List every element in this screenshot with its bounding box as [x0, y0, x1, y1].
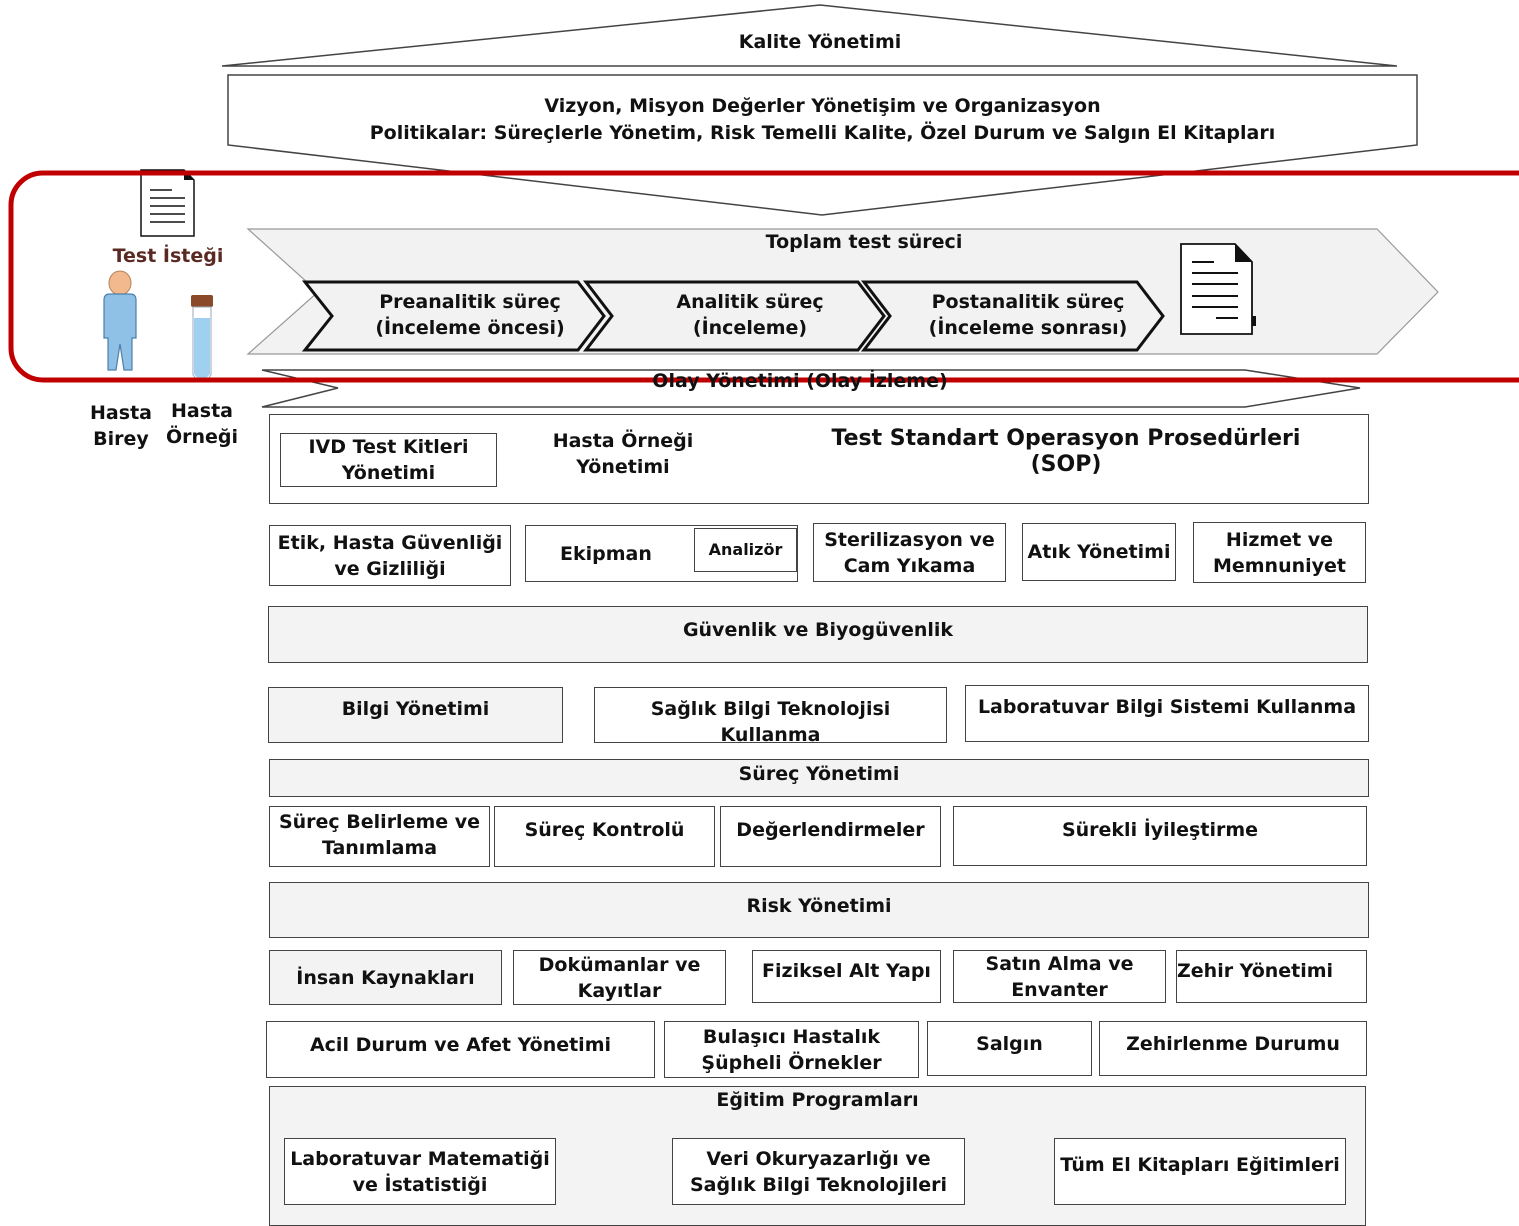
- document-icon: [140, 169, 195, 237]
- toplam-label: Toplam test süreci: [765, 231, 963, 253]
- bilgi-yonetimi-box: Bilgi Yönetimi: [268, 687, 563, 743]
- olay-label: Olay Yönetimi (Olay İzleme): [652, 370, 948, 392]
- test-istegi-label: Test İsteği: [112, 245, 224, 267]
- atik-box: Atık Yönetimi: [1022, 523, 1176, 581]
- hasta-ornegi-yonetimi-label: Hasta Örneği Yönetimi: [552, 430, 694, 478]
- fiziksel-box: Fiziksel Alt Yapı: [752, 950, 941, 1003]
- vizyon-line1: Vizyon, Misyon Değerler Yönetişim ve Org…: [544, 95, 1101, 117]
- ivd-box: IVD Test Kitleri Yönetimi: [280, 433, 497, 487]
- degerlendirmeler-box: Değerlendirmeler: [720, 806, 941, 867]
- sop-title: Test Standart Operasyon Prosedürleri (SO…: [831, 426, 1301, 477]
- egitim-title: Eğitim Programları: [716, 1089, 919, 1111]
- surec-yonetimi-box: Süreç Yönetimi: [269, 759, 1369, 797]
- tum-el-kitaplari-box: Tüm El Kitapları Eğitimleri: [1054, 1138, 1346, 1205]
- lab-bilgi-box: Laboratuvar Bilgi Sistemi Kullanma: [965, 685, 1369, 742]
- preanalitik-label: Preanalitik süreç (İnceleme öncesi): [375, 291, 565, 339]
- sample-tube-icon: [191, 295, 213, 382]
- surec-belirleme-box: Süreç Belirleme ve Tanımlama: [269, 806, 490, 867]
- surekli-iyilestirme-box: Sürekli İyileştirme: [953, 806, 1367, 866]
- matematik-box: Laboratuvar Matematiği ve İstatistiği: [284, 1138, 556, 1205]
- surec-kontrol-box: Süreç Kontrolü: [494, 806, 715, 867]
- hizmet-box: Hizmet ve Memnuniyet: [1193, 522, 1366, 583]
- zehir-yonetimi-box: Zehir Yönetimi: [1176, 950, 1367, 1003]
- ekipman-label: Ekipman: [560, 542, 652, 565]
- saglik-bilgi-box: Sağlık Bilgi Teknolojisi Kullanma: [594, 687, 947, 743]
- zehirlenme-box: Zehirlenme Durumu: [1099, 1021, 1367, 1076]
- hasta-birey-label: Hasta Birey: [90, 402, 152, 450]
- etik-box: Etik, Hasta Güvenliği ve Gizliliği: [269, 525, 511, 586]
- postanalitik-label: Postanalitik süreç (İnceleme sonrası): [928, 291, 1128, 339]
- highlight-frame: [8, 170, 1519, 383]
- bulasici-box: Bulaşıcı Hastalık Şüpheli Örnekler: [664, 1021, 919, 1078]
- guvenlik-box: Güvenlik ve Biyogüvenlik: [268, 606, 1368, 663]
- vizyon-line2: Politikalar: Süreçlerle Yönetim, Risk Te…: [369, 122, 1276, 144]
- satin-alma-box: Satın Alma ve Envanter: [953, 950, 1166, 1003]
- analitik-label: Analitik süreç (İnceleme): [676, 291, 824, 339]
- patient-person-icon: [103, 270, 137, 371]
- veri-box: Veri Okuryazarlığı ve Sağlık Bilgi Tekno…: [672, 1138, 965, 1205]
- report-document-icon: [1180, 243, 1256, 335]
- hasta-ornegi-label: Hasta Örneği: [165, 400, 239, 448]
- risk-yonetimi-box: Risk Yönetimi: [269, 882, 1369, 938]
- acil-durum-box: Acil Durum ve Afet Yönetimi: [266, 1021, 655, 1078]
- kalite-label: Kalite Yönetimi: [738, 31, 902, 53]
- dokumanlar-box: Dokümanlar ve Kayıtlar: [513, 950, 726, 1005]
- salgin-box: Salgın: [927, 1021, 1092, 1076]
- insan-kaynaklari-box: İnsan Kaynakları: [269, 950, 502, 1005]
- sterilizasyon-box: Sterilizasyon ve Cam Yıkama: [813, 523, 1006, 582]
- analizor-box: Analizör: [694, 528, 797, 572]
